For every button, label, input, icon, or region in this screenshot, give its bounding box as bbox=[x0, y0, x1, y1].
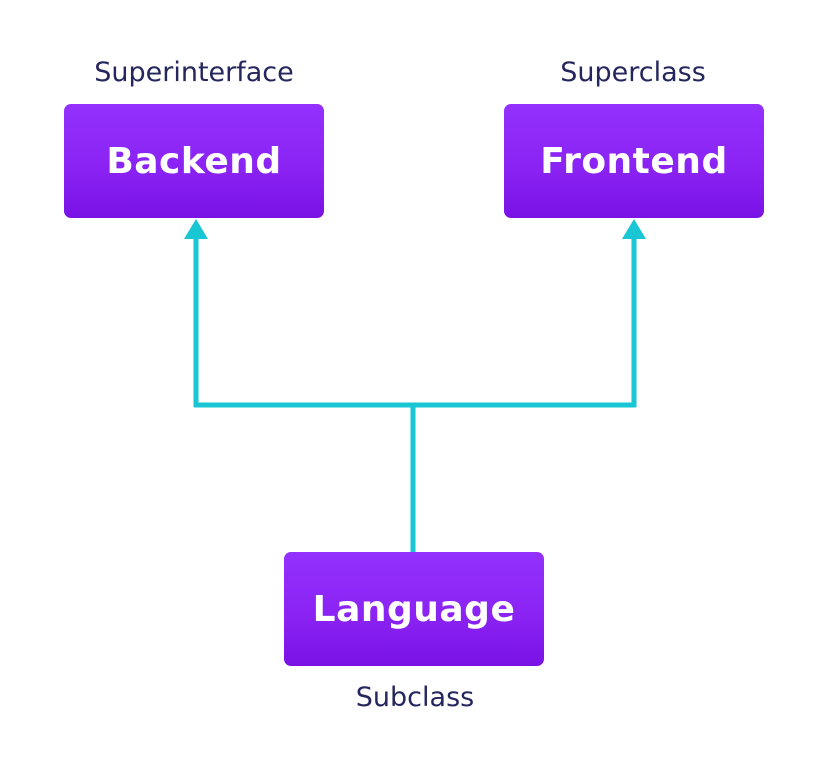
backend-caption: Superinterface bbox=[94, 57, 294, 88]
arrowhead-backend-icon bbox=[184, 219, 208, 239]
frontend-node-label: Frontend bbox=[540, 140, 728, 182]
arrowhead-frontend-icon bbox=[622, 219, 646, 239]
frontend-node: Frontend bbox=[504, 104, 764, 218]
backend-node: Backend bbox=[64, 104, 324, 218]
language-node-label: Language bbox=[312, 588, 516, 630]
backend-node-label: Backend bbox=[106, 140, 282, 182]
frontend-caption: Superclass bbox=[560, 57, 706, 88]
language-caption: Subclass bbox=[355, 682, 475, 713]
language-node: Language bbox=[284, 552, 544, 666]
